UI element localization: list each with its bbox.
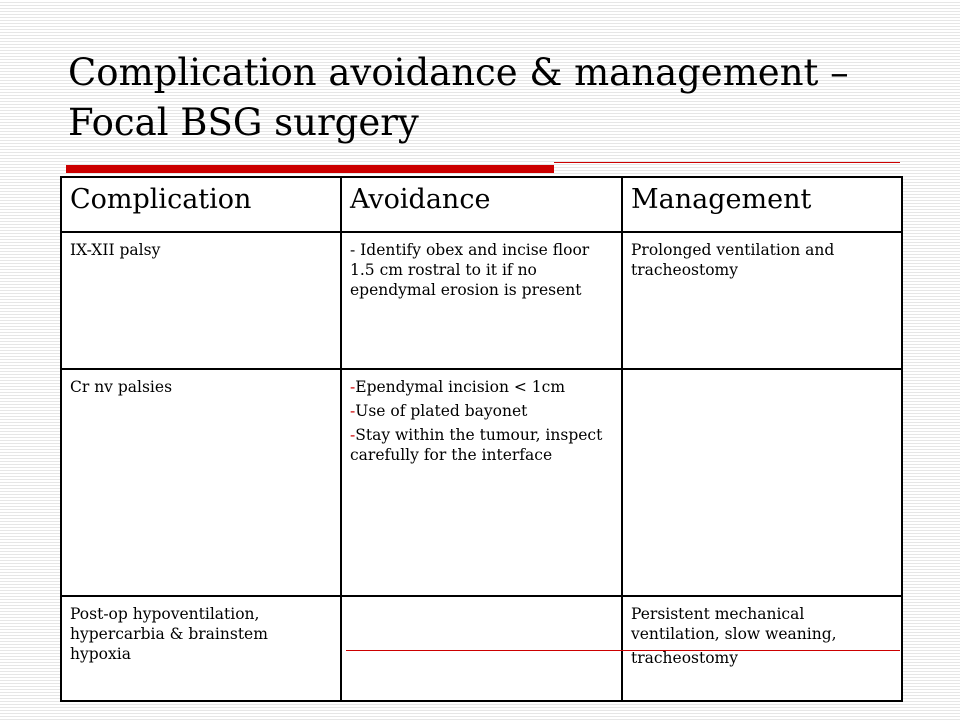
- table-row: IX-XII palsy - Identify obex and incise …: [60, 231, 903, 370]
- cell-avoidance: - Identify obex and incise floor 1.5 cm …: [340, 231, 623, 370]
- slide-title: Complication avoidance & management – Fo…: [68, 48, 928, 148]
- header-complication: Complication: [60, 176, 342, 233]
- table-header-row: Complication Avoidance Management: [60, 176, 903, 233]
- dash-marker: -: [350, 426, 356, 444]
- header-avoidance: Avoidance: [340, 176, 623, 233]
- avoidance-item-text: Stay within the tumour, inspect carefull…: [350, 426, 603, 464]
- management-line: Persistent mechanical ventilation, slow …: [631, 605, 837, 643]
- title-accent-line: [554, 162, 900, 163]
- complications-table: Complication Avoidance Management IX-XII…: [60, 176, 903, 702]
- dash-marker: -: [350, 378, 356, 396]
- cell-management: Prolonged ventilation and tracheostomy: [621, 231, 903, 370]
- avoidance-item: -Use of plated bayonet: [350, 401, 613, 421]
- table-row: Cr nv palsies -Ependymal incision < 1cm …: [60, 368, 903, 597]
- title-line-2: Focal BSG surgery: [68, 101, 419, 144]
- avoidance-item: -Stay within the tumour, inspect careful…: [350, 425, 613, 465]
- management-line: tracheostomy: [631, 649, 739, 667]
- title-accent-bar: [66, 165, 554, 173]
- cell-management: Persistent mechanical ventilation, slow …: [621, 595, 903, 702]
- cell-avoidance: [340, 595, 623, 702]
- cell-complication: Post-op hypoventilation, hypercarbia & b…: [60, 595, 342, 702]
- header-management: Management: [621, 176, 903, 233]
- avoidance-item-text: Use of plated bayonet: [355, 402, 528, 420]
- cell-management: [621, 368, 903, 597]
- cell-complication: IX-XII palsy: [60, 231, 342, 370]
- dash-marker: -: [350, 402, 356, 420]
- cell-avoidance: -Ependymal incision < 1cm -Use of plated…: [340, 368, 623, 597]
- table-accent-line: [346, 650, 900, 651]
- cell-complication: Cr nv palsies: [60, 368, 342, 597]
- table-row: Post-op hypoventilation, hypercarbia & b…: [60, 595, 903, 702]
- avoidance-item: -Ependymal incision < 1cm: [350, 377, 613, 397]
- avoidance-item-text: Ependymal incision < 1cm: [355, 378, 566, 396]
- title-line-1: Complication avoidance & management –: [68, 51, 849, 94]
